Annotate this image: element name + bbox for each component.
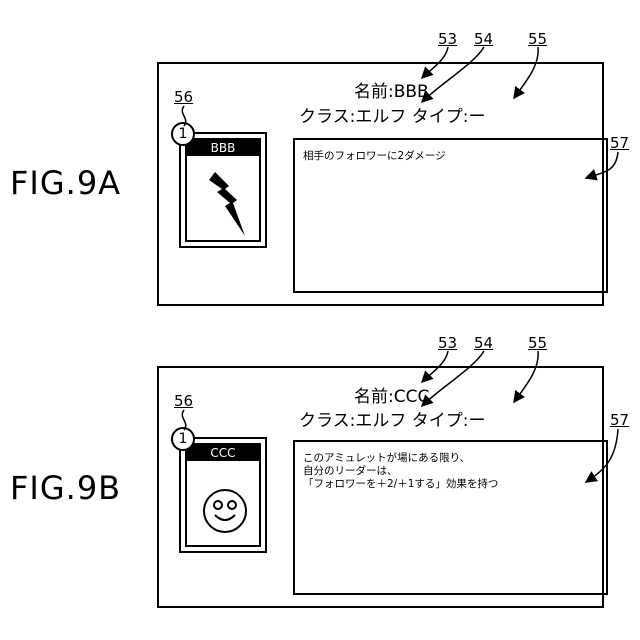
leader-line-53 xyxy=(422,47,448,78)
leader-line-55 xyxy=(514,351,538,402)
leader-line-57 xyxy=(586,152,618,178)
leader-line-56 xyxy=(182,410,185,430)
leader-line-55 xyxy=(514,47,538,98)
leader-line-53 xyxy=(422,351,448,382)
leader-line-54 xyxy=(422,351,484,406)
leader-line-57 xyxy=(586,429,618,482)
leader-line-56 xyxy=(182,106,185,126)
leader-line-54 xyxy=(422,47,484,102)
